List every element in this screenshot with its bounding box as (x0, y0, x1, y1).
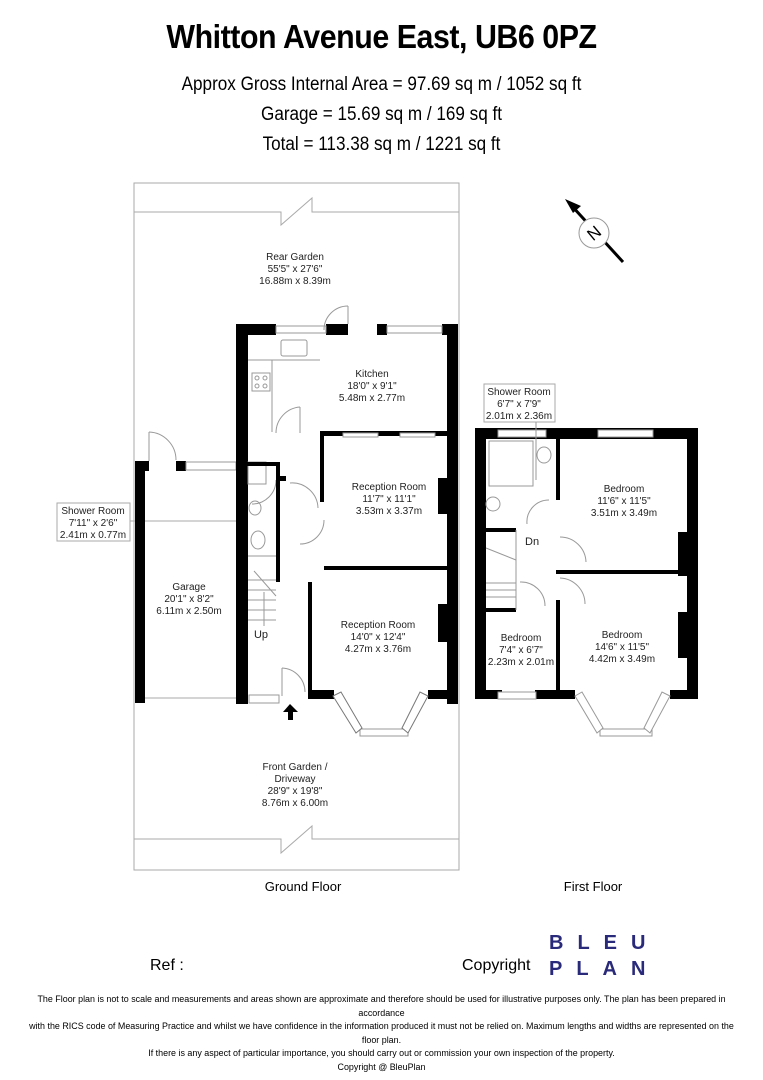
svg-text:Bedroom: Bedroom (602, 630, 643, 641)
svg-text:4.42m x 3.49m: 4.42m x 3.49m (589, 654, 655, 665)
ground-floor-label: Ground Floor (264, 879, 342, 894)
svg-text:Shower Room: Shower Room (487, 387, 550, 398)
ground-floor-labels: Rear Garden 55'5" x 27'6" 16.88m x 8.39m… (156, 252, 426, 809)
svg-text:Driveway: Driveway (274, 774, 315, 785)
svg-text:8.76m x 6.00m: 8.76m x 6.00m (262, 798, 328, 809)
logo-line-1: BLEU (549, 932, 660, 954)
svg-text:Garage: Garage (172, 582, 206, 593)
total-area: Total = 113.38 sq m / 1221 sq ft (262, 134, 501, 155)
first-floor-label: First Floor (563, 879, 623, 894)
room-name: Rear Garden (266, 252, 324, 263)
svg-text:Shower Room: Shower Room (61, 506, 124, 517)
svg-text:55'5" x 27'6": 55'5" x 27'6" (268, 264, 323, 275)
svg-text:28'9" x 19'8": 28'9" x 19'8" (268, 786, 323, 797)
svg-text:11'7" x 11'1": 11'7" x 11'1" (362, 494, 416, 505)
svg-text:14'6" x 11'5": 14'6" x 11'5" (595, 642, 650, 653)
north-arrow-icon: N (565, 199, 625, 264)
svg-text:Reception Room: Reception Room (352, 482, 426, 493)
svg-text:16.88m x 8.39m: 16.88m x 8.39m (259, 276, 331, 287)
svg-text:Reception Room: Reception Room (341, 620, 415, 631)
plot-boundary (133, 182, 460, 871)
svg-text:Kitchen: Kitchen (355, 369, 388, 380)
ground-floor-walls (236, 324, 458, 704)
svg-text:6.11m x 2.50m: 6.11m x 2.50m (156, 606, 221, 617)
svg-text:4.27m x 3.76m: 4.27m x 3.76m (345, 644, 411, 655)
disclaimer: The Floor plan is not to scale and measu… (29, 994, 734, 1073)
svg-text:6'7" x 7'9": 6'7" x 7'9" (497, 399, 541, 410)
bleuplan-logo: BLEU PLAN (549, 930, 659, 982)
svg-text:7'4" x 6'7": 7'4" x 6'7" (499, 645, 543, 656)
svg-text:7'11" x 2'6": 7'11" x 2'6" (69, 518, 118, 529)
garage-area: Garage = 15.69 sq m / 169 sq ft (261, 104, 502, 125)
svg-text:14'0" x 12'4": 14'0" x 12'4" (351, 632, 406, 643)
svg-text:2.23m x 2.01m: 2.23m x 2.01m (488, 657, 554, 668)
copyright-label: Copyright (462, 957, 531, 974)
page-title: Whitton Avenue East, UB6 0PZ (166, 18, 597, 55)
logo-line-2: PLAN (549, 958, 660, 980)
floor-plan-drawing: Rear Garden 55'5" x 27'6" 16.88m x 8.39m… (56, 182, 698, 871)
svg-text:Front Garden /: Front Garden / (262, 762, 327, 773)
gross-internal-area: Approx Gross Internal Area = 97.69 sq m … (181, 74, 582, 95)
svg-text:18'0" x 9'1": 18'0" x 9'1" (347, 381, 397, 392)
stairs-up-label: Up (254, 629, 268, 641)
svg-text:2.01m x 2.36m: 2.01m x 2.36m (486, 411, 552, 422)
entrance-arrow-icon (283, 704, 298, 720)
kitchen-fittings (248, 305, 349, 434)
svg-text:3.51m x 3.49m: 3.51m x 3.49m (591, 508, 657, 519)
svg-text:3.53m x 3.37m: 3.53m x 3.37m (356, 506, 422, 517)
garage (135, 431, 237, 703)
svg-text:Bedroom: Bedroom (604, 484, 645, 495)
svg-text:Bedroom: Bedroom (501, 633, 542, 644)
svg-text:11'6" x 11'5": 11'6" x 11'5" (597, 496, 651, 507)
svg-text:20'1" x 8'2": 20'1" x 8'2" (164, 594, 214, 605)
stairs-down-label: Dn (525, 536, 539, 548)
svg-text:5.48m x 2.77m: 5.48m x 2.77m (339, 393, 405, 404)
first-floor-walls (475, 428, 698, 699)
svg-text:2.41m x 0.77m: 2.41m x 0.77m (60, 530, 126, 541)
ref-label: Ref : (150, 957, 184, 974)
